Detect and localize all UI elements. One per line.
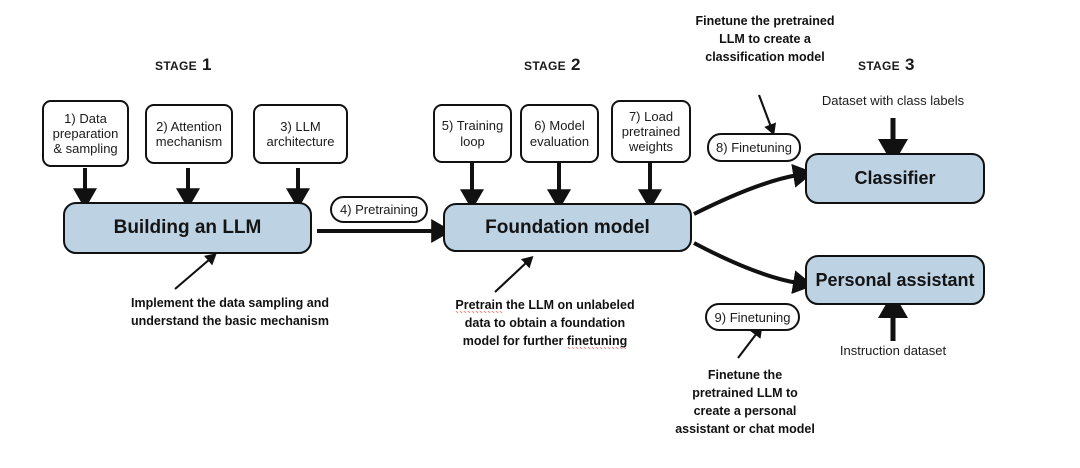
pill-finetuning-classifier[interactable]: 8) Finetuning xyxy=(707,133,801,162)
arrow-step1-to-llm xyxy=(73,168,310,209)
main-box-building-an-llm[interactable]: Building an LLM xyxy=(63,202,312,254)
step-box-model-evaluation[interactable]: 6) Model evaluation xyxy=(520,104,599,163)
pointer-classifier-note xyxy=(758,94,777,136)
pointer-stage1-note xyxy=(174,253,217,290)
caption-dataset-class-labels: Dataset with class labels xyxy=(821,93,965,108)
main-box-personal-assistant[interactable]: Personal assistant xyxy=(805,255,985,305)
arrow-foundation-to-assistant xyxy=(693,241,814,295)
annotation-stage2-note: Pretrain the LLM on unlabeled data to ob… xyxy=(420,296,670,350)
step-box-llm-architecture[interactable]: 3) LLM architecture xyxy=(253,104,348,164)
misspelled-word: Pretrain xyxy=(455,298,503,313)
pointer-stage2-note xyxy=(494,255,534,293)
annotation-line: Finetune the xyxy=(707,368,783,382)
misspelled-word: finetuning xyxy=(566,334,628,350)
arrow-foundation-to-classifier xyxy=(693,163,814,216)
annotation-stage1-note: Implement the data sampling and understa… xyxy=(85,294,375,330)
pill-finetuning-assistant[interactable]: 9) Finetuning xyxy=(705,303,800,331)
stage-3-heading: Stage 3 xyxy=(858,55,915,74)
pill-pretraining[interactable]: 4) Pretraining xyxy=(330,196,428,223)
annotation-line: Implement the data sampling and xyxy=(131,296,329,310)
step-box-attention-mechanism[interactable]: 2) Attention mechanism xyxy=(145,104,233,164)
step-box-data-preparation[interactable]: 1) Data preparation & sampling xyxy=(42,100,129,167)
stage-1-heading: Stage 1 xyxy=(155,55,212,74)
annotation-line: create a personal xyxy=(693,404,797,419)
annotation-line: understand the basic mechanism xyxy=(131,314,329,329)
annotation-assistant-note: Finetune the pretrained LLM to create a … xyxy=(640,366,850,439)
annotation-line: pretrained LLM to xyxy=(692,386,798,401)
annotation-line: model for further finetuning xyxy=(462,334,628,350)
caption-instruction-dataset: Instruction dataset xyxy=(839,343,947,358)
stage-2-heading: Stage 2 xyxy=(524,55,581,74)
pointer-assistant-note xyxy=(737,325,763,359)
annotation-line: data to obtain a foundation xyxy=(464,316,626,331)
annotation-line: LLM to create a xyxy=(719,32,811,47)
annotation-classifier-note: Finetune the pretrained LLM to create a … xyxy=(660,12,870,66)
step-box-training-loop[interactable]: 5) Training loop xyxy=(433,104,512,163)
annotation-line: classification model xyxy=(705,50,825,65)
main-box-foundation-model[interactable]: Foundation model xyxy=(443,203,692,252)
arrow-step2-to-foundation xyxy=(460,163,662,210)
annotation-line: Finetune the pretrained xyxy=(695,14,835,28)
main-box-classifier[interactable]: Classifier xyxy=(805,153,985,204)
annotation-line: assistant or chat model xyxy=(675,422,815,437)
annotation-line: Pretrain the LLM on unlabeled xyxy=(455,298,635,313)
step-box-load-pretrained-weights[interactable]: 7) Load pretrained weights xyxy=(611,100,691,163)
